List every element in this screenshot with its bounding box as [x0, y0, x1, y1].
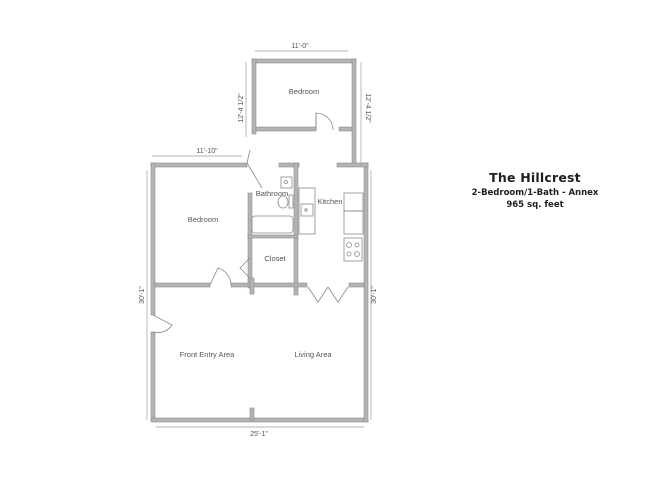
label-front-entry: Front Entry Area	[180, 350, 235, 359]
cabinet-icon	[343, 192, 364, 212]
kitchen-counter	[298, 187, 316, 235]
dim-overall-width: 25'-1"	[250, 431, 268, 438]
dim-upper-depth-right: 12'-4 1/2"	[364, 93, 371, 123]
kitchen-sink-icon	[300, 203, 314, 217]
dim-overall-depth-left: 30'-1"	[139, 286, 146, 304]
outer-walls	[150, 162, 369, 423]
label-bathroom: Bathroom	[256, 189, 289, 198]
plan-subtitle: 2-Bedroom/1-Bath - Annex	[471, 188, 599, 198]
closet-door	[239, 257, 251, 279]
label-left-bedroom: Bedroom	[188, 215, 218, 224]
dimension-lines	[146, 50, 372, 428]
refrigerator-icon	[343, 210, 364, 235]
plan-area: 965 sq. feet	[506, 200, 564, 210]
label-closet: Closet	[264, 254, 286, 263]
toilet-icon	[277, 195, 289, 209]
dim-upper-depth-left: 12'-4 1/2"	[238, 93, 245, 123]
bedroom-door-swing	[315, 112, 334, 131]
pantry-double-doors	[307, 286, 349, 303]
bathroom-sink-icon	[280, 176, 293, 189]
kitchen-fixtures	[298, 187, 364, 262]
left-bedroom-door	[209, 267, 232, 286]
label-living-area: Living Area	[294, 350, 332, 359]
plan-title: The Hillcrest	[489, 170, 581, 185]
upper-bedroom-walls	[251, 58, 357, 166]
label-kitchen: Kitchen	[317, 197, 342, 206]
label-upper-bedroom: Bedroom	[289, 87, 319, 96]
interior-walls	[154, 162, 365, 296]
dim-left-bedroom-width: 11'-10"	[196, 148, 218, 155]
bathtub-icon	[251, 215, 294, 234]
plan-info-block: The Hillcrest 2-Bedroom/1-Bath - Annex 9…	[455, 170, 615, 210]
stove-icon	[343, 237, 363, 262]
entry-door	[152, 314, 173, 334]
bathroom-fixtures	[251, 176, 294, 234]
dim-overall-depth-right: 30'-1"	[371, 286, 378, 304]
dim-upper-width: 11'-0"	[291, 43, 309, 50]
bathroom-door	[246, 149, 263, 189]
